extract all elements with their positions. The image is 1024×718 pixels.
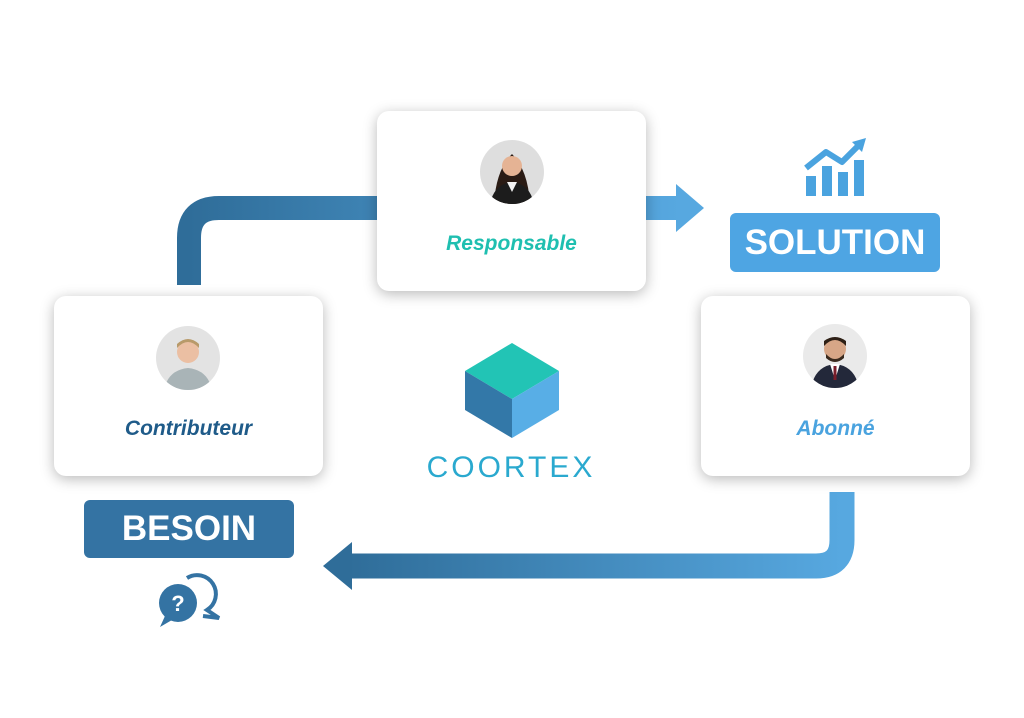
question-chat-icon: ? xyxy=(159,573,221,627)
card-contributeur: Contributeur xyxy=(54,296,323,476)
role-label-contributeur: Contributeur xyxy=(124,417,253,440)
card-responsable: Responsable xyxy=(377,111,646,291)
arrow-contributeur-to-solution xyxy=(177,196,680,285)
avatar-responsable xyxy=(480,140,544,204)
solution-tag: SOLUTION xyxy=(730,213,940,272)
arrow-head-right xyxy=(676,184,704,232)
arrow-abonne-to-besoin xyxy=(348,492,855,579)
svg-text:?: ? xyxy=(171,591,184,616)
cube-logo-icon xyxy=(465,343,559,438)
role-label-abonne: Abonné xyxy=(796,417,875,440)
growth-chart-icon xyxy=(804,138,866,196)
besoin-tag: BESOIN xyxy=(84,500,294,558)
avatar-abonne xyxy=(803,324,867,388)
logo-wordmark: COORTEX xyxy=(426,451,596,484)
role-label-responsable: Responsable xyxy=(446,232,577,255)
arrow-head-left xyxy=(323,542,352,590)
card-abonne: Abonné xyxy=(701,296,970,476)
avatar-contributeur xyxy=(156,326,220,390)
